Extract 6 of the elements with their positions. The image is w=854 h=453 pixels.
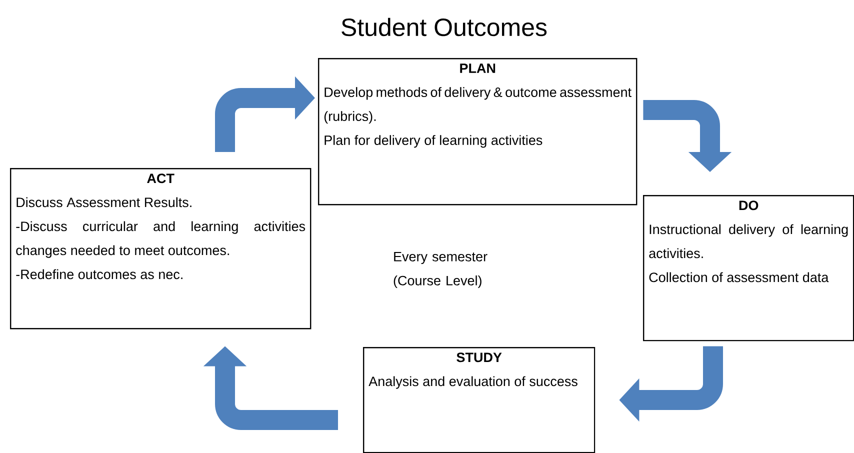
title: Student Outcomes <box>342 18 547 36</box>
process-box: DO Instructional delivery of learning activities. Collection of assessment data <box>643 195 854 342</box>
process-box: PLAN Develop methods of delivery & outcome assessment (rubrics). Plan for delivery of learning activities <box>318 58 638 206</box>
process-box: ACT Discuss Assessment Results. -Discuss curricular and learning activities changes needed to meet outcomes. -Redefine outcomes as nec. <box>10 168 312 330</box>
process-box: STUDY Analysis and evaluation of success <box>363 347 596 453</box>
center-note: Every semester (Course Level) <box>394 252 488 288</box>
